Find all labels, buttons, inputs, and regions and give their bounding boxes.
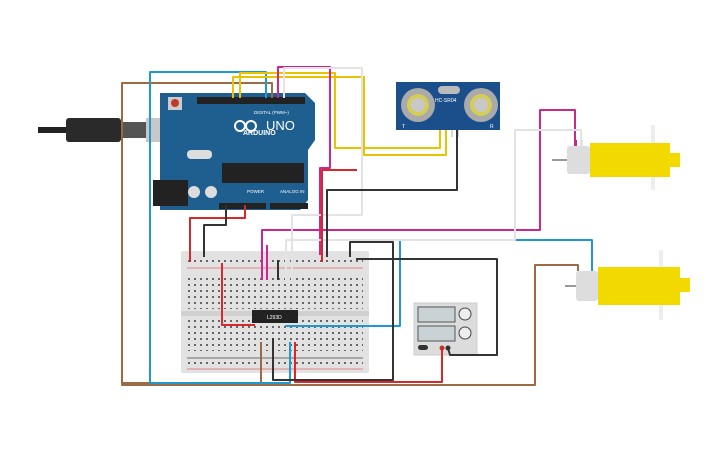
l293d-chip[interactable]: L293D [252, 310, 298, 323]
top-terminal-holes[interactable] [187, 277, 363, 309]
digital-header[interactable] [197, 97, 305, 104]
receiver-transducer [464, 88, 498, 122]
arduino-uno-board[interactable]: ARDUINO UNO DIGITAL (PWM~) POWER ANALOG … [153, 93, 315, 210]
usb-cable[interactable] [38, 118, 166, 142]
wire-black[interactable] [326, 130, 458, 257]
transmitter-mark: T [402, 124, 405, 130]
receiver-mark: R [490, 124, 494, 130]
sensor-pins[interactable] [439, 130, 459, 137]
power-jack [153, 180, 188, 206]
arduino-model: UNO [266, 118, 295, 133]
wire-black[interactable] [272, 241, 394, 381]
wire-yellow[interactable] [232, 76, 447, 156]
analog-header[interactable] [270, 203, 308, 209]
wire-red[interactable] [294, 342, 443, 383]
current-display [417, 325, 456, 342]
ultrasonic-sensor[interactable]: HC-SR04 T R [396, 82, 500, 137]
sensor-label: HC-SR04 [435, 98, 457, 104]
power-switch[interactable] [418, 345, 428, 350]
wire-magenta[interactable] [277, 66, 331, 255]
wire-white[interactable] [283, 67, 363, 280]
power-header[interactable] [219, 203, 266, 209]
dc-motor-2[interactable] [565, 250, 690, 320]
motor-terminal[interactable] [574, 140, 577, 146]
wire-red[interactable] [221, 263, 255, 326]
wire-black[interactable] [356, 258, 498, 356]
power-supply[interactable] [413, 302, 478, 356]
power-label: POWER [247, 189, 265, 194]
chip-label: L293D [267, 315, 282, 321]
wire-red[interactable] [189, 205, 246, 262]
analog-label: ANALOG IN [280, 189, 305, 194]
reset-button[interactable] [171, 99, 179, 107]
digital-label: DIGITAL (PWM~) [254, 110, 289, 115]
capacitor [188, 186, 200, 198]
wire-brown[interactable] [121, 82, 579, 386]
infinity-logo-icon [234, 120, 257, 132]
capacitor [205, 186, 217, 198]
motor-terminal[interactable] [580, 140, 583, 146]
voltage-display [417, 306, 456, 323]
dc-motor-1[interactable] [552, 125, 680, 190]
current-knob[interactable] [458, 326, 472, 340]
bottom-rail-holes[interactable] [187, 360, 363, 368]
bottom-terminal-holes[interactable] [187, 319, 363, 351]
wire-black[interactable] [203, 205, 227, 257]
wire-white[interactable] [285, 129, 582, 280]
wires [121, 66, 593, 386]
transmitter-transducer [401, 88, 435, 122]
arduino-brand: ARDUINO [243, 130, 276, 137]
microcontroller-chip [222, 163, 304, 183]
crystal-oscillator [187, 150, 212, 159]
sensor-crystal [438, 86, 460, 94]
top-rail-holes[interactable] [187, 256, 363, 266]
wire-red[interactable] [321, 169, 357, 262]
voltage-knob[interactable] [458, 307, 472, 321]
wire-magenta[interactable] [261, 109, 576, 280]
